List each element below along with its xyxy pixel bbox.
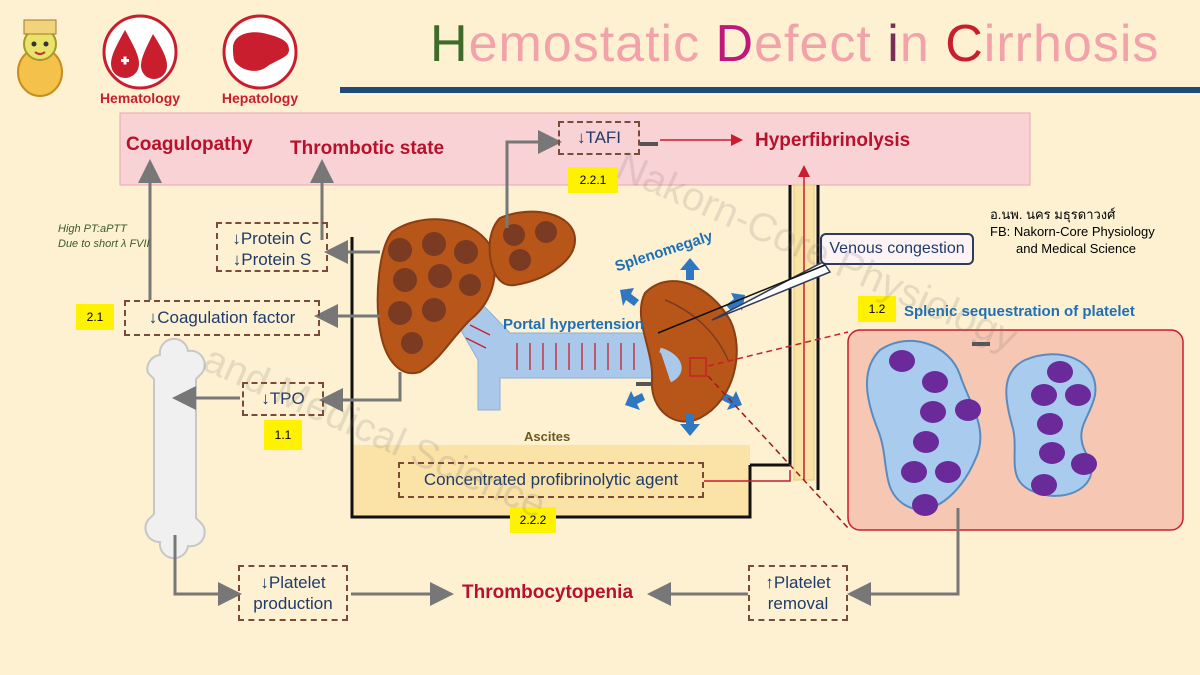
pt-note-line2: Due to short λ FVII <box>58 238 150 250</box>
profibrinolytic-box: Concentrated profibrinolytic agent <box>398 462 704 498</box>
tag-2-2-2: 2.2.2 <box>510 507 556 533</box>
mascot-logo <box>10 10 70 100</box>
tpo-box: ↓TPO <box>242 382 324 416</box>
platelet-production-box: ↓Platelet production <box>238 565 348 621</box>
title-part: irrhosis <box>983 15 1160 73</box>
author-credit: อ.นพ. นคร มธุรดาวงศ์ FB: Nakorn-Core Phy… <box>990 206 1155 257</box>
protein-c-s-box: ↓Protein C ↓Protein S <box>216 222 328 272</box>
protein-c-text: ↓Protein C <box>232 229 312 248</box>
tag-2-1: 2.1 <box>76 304 114 330</box>
liver-right-lobe <box>488 210 577 287</box>
title-rule <box>340 87 1200 93</box>
splenic-sequestration-label: Splenic sequestration of platelet <box>904 303 1135 320</box>
ascites-fluid <box>352 445 750 517</box>
tpo-text: ↓TPO <box>261 389 305 408</box>
title-part: i <box>887 15 900 73</box>
coagulation-factor-box: ↓Coagulation factor <box>124 300 320 336</box>
thrombotic-state-label: Thrombotic state <box>290 138 445 159</box>
pt-note-line1: High PT:aPTT <box>58 223 127 235</box>
coagulation-factor-text: ↓Coagulation factor <box>148 308 296 327</box>
portal-vein <box>454 299 661 411</box>
title-part: efect <box>754 15 888 73</box>
title-part: C <box>945 15 984 73</box>
tag-1-2: 1.2 <box>858 296 896 322</box>
credit-line1: อ.นพ. นคร มธุรดาวงศ์ <box>990 207 1116 222</box>
portal-hypertension-label: Portal hypertension <box>503 316 644 333</box>
title-part: H <box>430 15 469 73</box>
tag-1-1: 1.1 <box>264 420 302 450</box>
hematology-logo: Hematology <box>85 12 195 107</box>
tafi-text: ↓TAFI <box>576 128 622 147</box>
platelet-removal-line1: ↑Platelet <box>765 573 831 592</box>
credit-line3: and Medical Science <box>1016 241 1136 256</box>
venous-congestion-text: Venous congestion <box>829 240 965 257</box>
hyperfibrinolysis-label: Hyperfibrinolysis <box>755 130 911 151</box>
platelet-production-line2: production <box>253 594 333 613</box>
ascites-label: Ascites <box>524 429 571 444</box>
hepatology-text: Hepatology <box>222 90 298 106</box>
platelet-removal-box: ↑Platelet removal <box>748 565 848 621</box>
coagulopathy-label: Coagulopathy <box>126 134 253 155</box>
venous-congestion-box: Venous congestion <box>820 233 974 265</box>
title-part: D <box>715 15 755 73</box>
hematology-text: Hematology <box>100 90 180 106</box>
bone <box>144 337 206 560</box>
credit-line2: FB: Nakorn-Core Physiology <box>990 224 1155 239</box>
page-title: Hemostatic Defect in Cirrhosis <box>430 14 1159 74</box>
hepatology-logo: Hepatology <box>205 12 315 107</box>
tafi-box: ↓TAFI <box>558 121 640 155</box>
thrombocytopenia-label: Thrombocytopenia <box>462 582 634 603</box>
protein-s-text: ↓Protein S <box>232 250 312 269</box>
title-part: n <box>899 15 946 73</box>
platelet-removal-line2: removal <box>767 594 829 613</box>
spleen <box>639 280 738 423</box>
pt-aptt-note: High PT:aPTT Due to short λ FVII <box>58 222 150 252</box>
platelet-production-line1: ↓Platelet <box>260 573 326 592</box>
tag-2-2-1: 2.2.1 <box>568 167 618 193</box>
profibrinolytic-text: Concentrated profibrinolytic agent <box>423 470 679 489</box>
title-part: emostatic <box>468 15 716 73</box>
